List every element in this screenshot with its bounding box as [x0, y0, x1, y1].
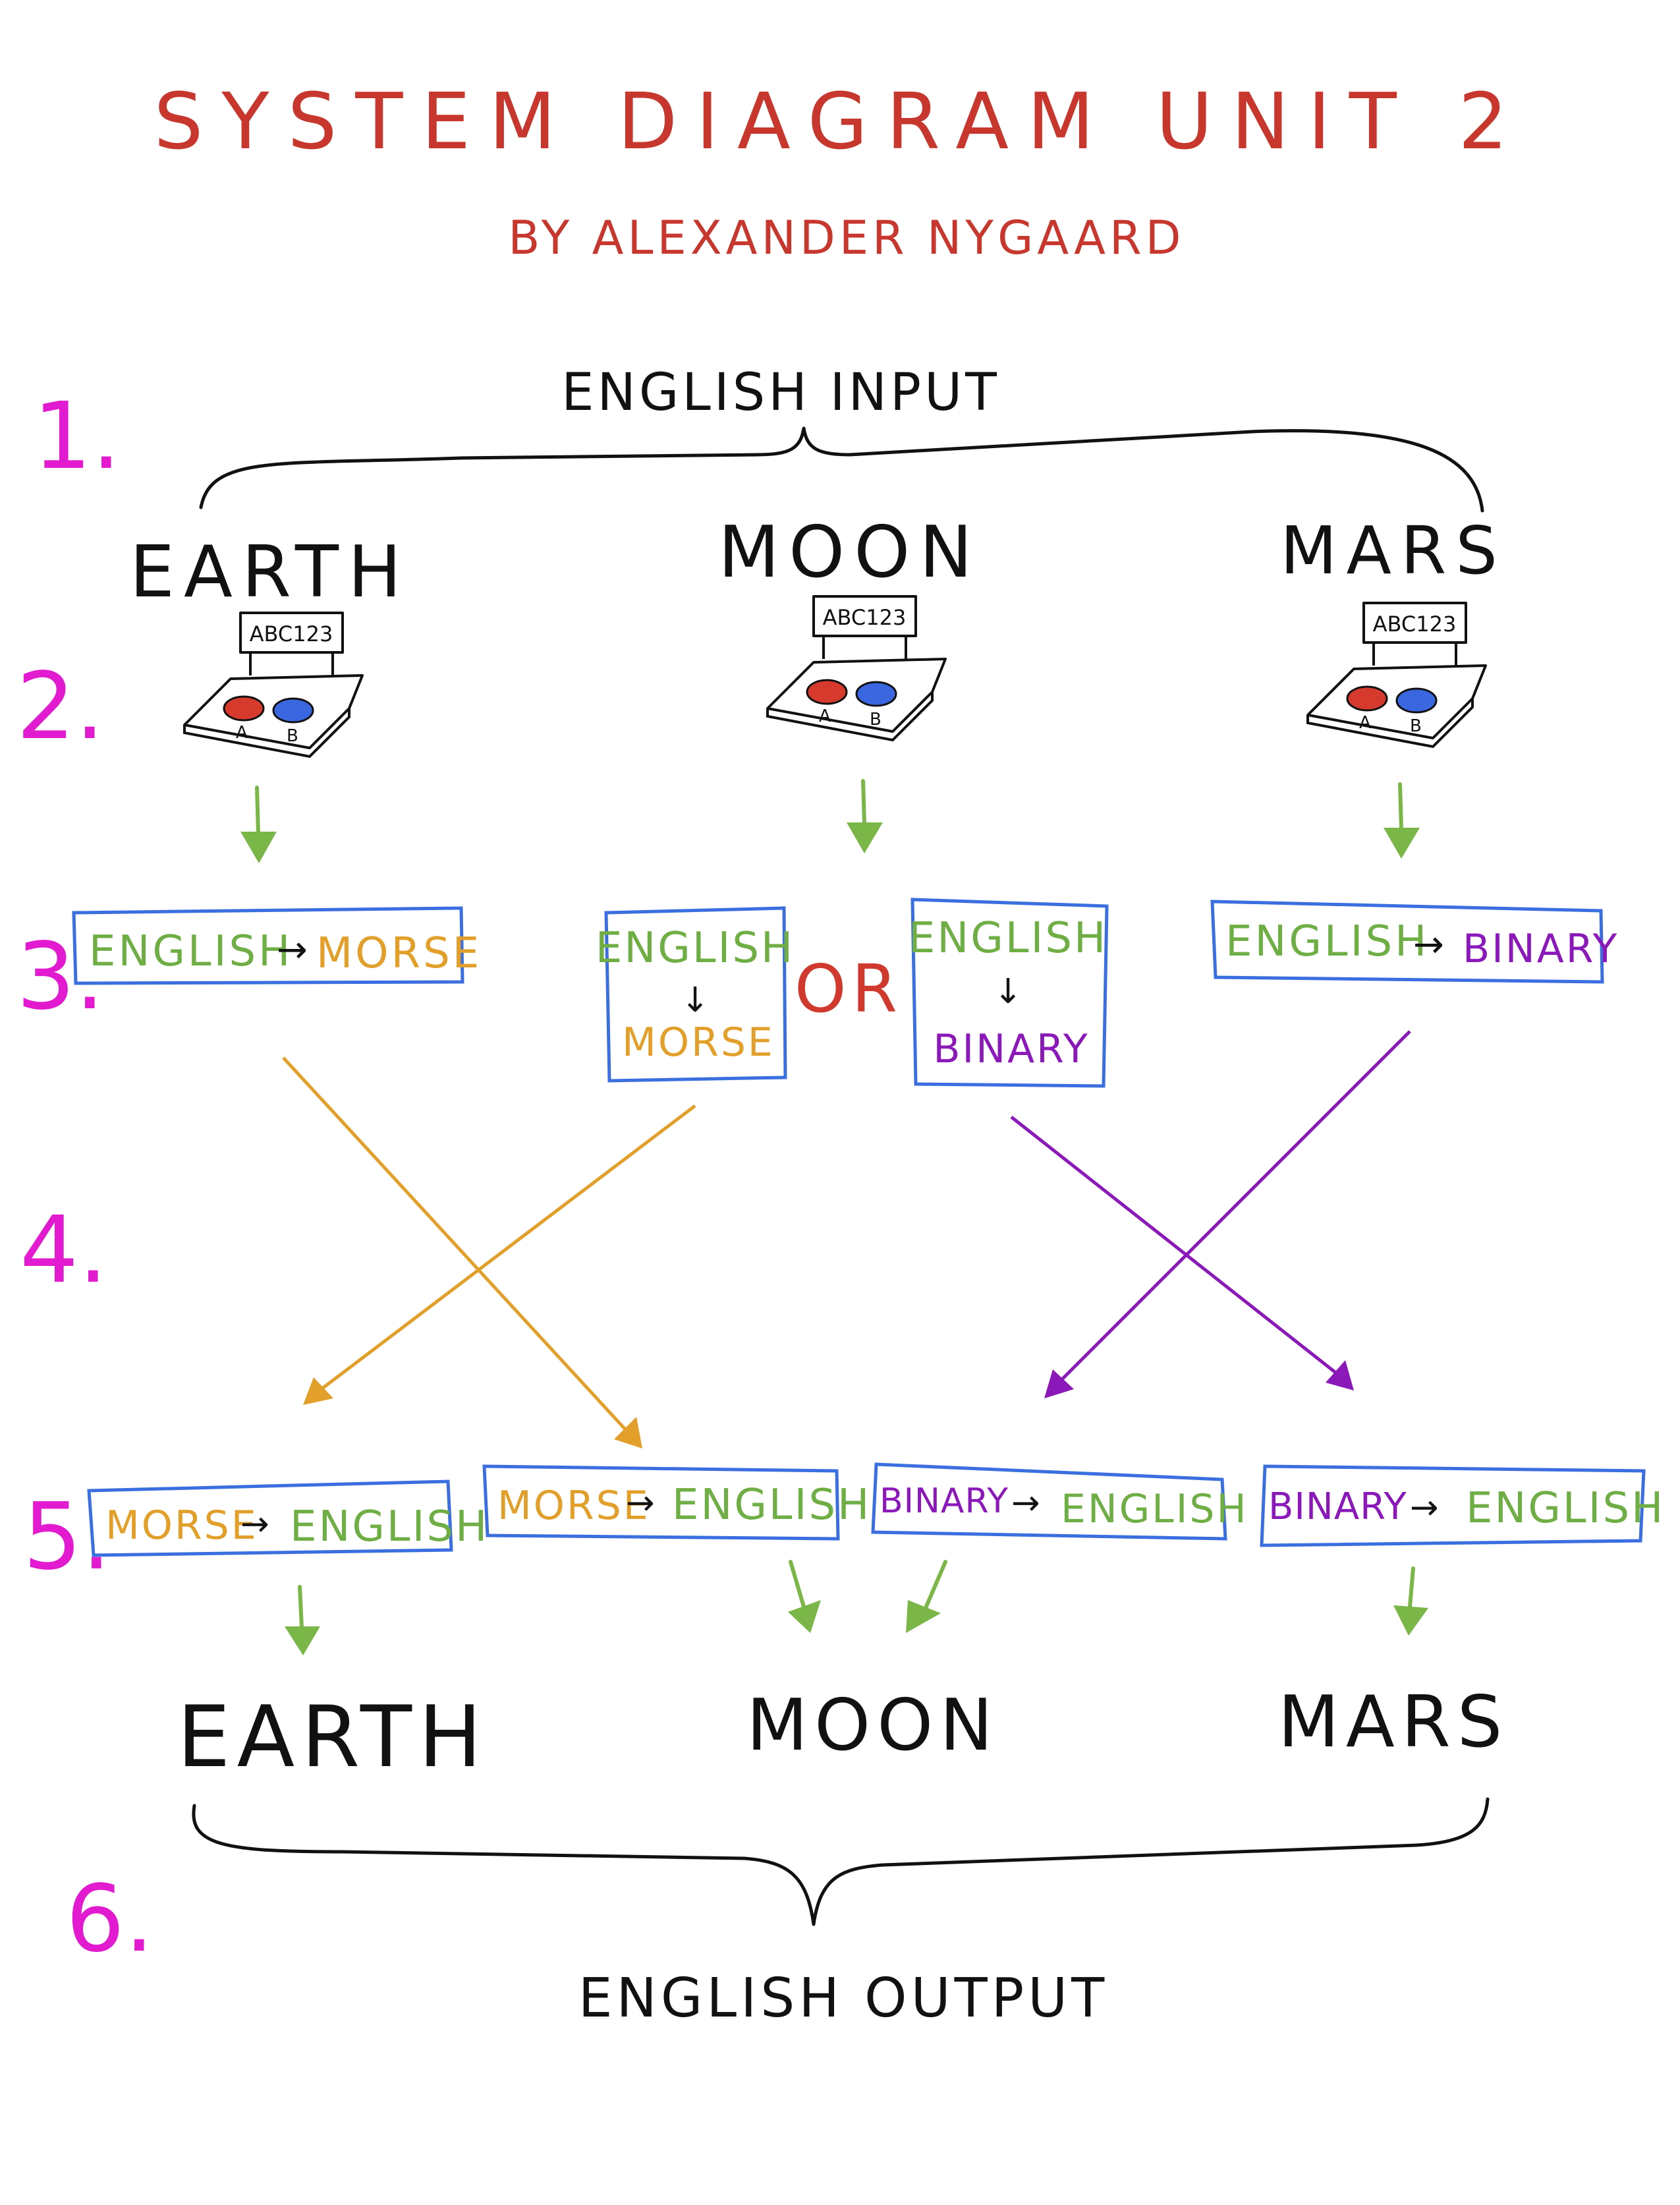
step-number-4: 4.	[20, 1197, 108, 1304]
transmit-moon-morse-to-earth	[303, 1104, 696, 1405]
encoder-moon-binary-arrow: ↓	[994, 972, 1022, 1012]
arrow-decoder-earth-to-earth	[285, 1585, 320, 1655]
encoder-mars-from: ENGLISH	[1225, 917, 1429, 966]
decoder-moon-morse: MORSE → ENGLISH	[482, 1464, 871, 1541]
button-a-label: A	[236, 723, 248, 743]
decoder-earth-to: ENGLISH	[290, 1503, 489, 1551]
step-number-6: 6.	[66, 1866, 154, 1973]
location-moon-top: MOON	[718, 511, 982, 594]
encoder-moon-morse: ENGLISH ↓ MORSE	[596, 906, 795, 1083]
location-moon-bottom: MOON	[746, 1684, 999, 1767]
decoder-mars-from: BINARY	[1268, 1485, 1407, 1528]
encoder-mars-arrow: →	[1413, 923, 1444, 966]
step-number-3: 3.	[16, 923, 105, 1031]
decoder-moon-morse-arrow: →	[626, 1483, 655, 1523]
step-number-5: 5.	[23, 1483, 111, 1591]
device-earth: ABC123 A B	[183, 612, 364, 759]
decoder-moon-binary-from: BINARY	[880, 1481, 1009, 1521]
encoder-moon-morse-arrow: ↓	[681, 981, 710, 1020]
device-screen-text: ABC123	[823, 605, 907, 630]
button-b-label: B	[1410, 716, 1422, 736]
input-label: ENGLISH INPUT	[561, 363, 1000, 422]
decoder-earth-arrow: →	[240, 1504, 269, 1544]
encoder-earth-from: ENGLISH	[89, 927, 293, 976]
decoder-moon-binary-arrow: →	[1011, 1483, 1040, 1523]
arrow-decoder-moon-binary-to-moon	[906, 1560, 947, 1633]
encoder-mars-to: BINARY	[1463, 926, 1619, 972]
device-screen-text: ABC123	[250, 621, 333, 646]
device-screen-text: ABC123	[1373, 612, 1457, 637]
button-b-label: B	[870, 710, 882, 730]
encoder-moon-morse-to: MORSE	[622, 1019, 775, 1066]
button-a-label: A	[819, 706, 831, 726]
arrow-mars-to-encoder	[1384, 782, 1420, 859]
location-earth-top: EARTH	[130, 531, 410, 614]
author-line: BY ALEXANDER NYGAARD	[508, 211, 1185, 265]
decoder-earth-from: MORSE	[105, 1503, 258, 1549]
arrow-moon-to-encoder	[847, 779, 883, 853]
button-a-label: A	[1359, 713, 1371, 733]
encoder-moon-binary-to: BINARY	[933, 1026, 1089, 1072]
encoder-moon-binary: ENGLISH ↓ BINARY	[909, 898, 1109, 1088]
location-mars-bottom: MARS	[1278, 1681, 1509, 1763]
arrow-decoder-moon-morse-to-moon	[788, 1560, 821, 1633]
encoder-earth-arrow: →	[277, 929, 308, 971]
device-moon: ABC123 A B	[766, 595, 947, 742]
decoder-mars-arrow: →	[1410, 1488, 1439, 1528]
encoder-earth: ENGLISH → MORSE	[72, 906, 482, 985]
input-brace	[199, 426, 1484, 513]
device-mars: ABC123 A B	[1306, 602, 1487, 749]
decoder-mars-to: ENGLISH	[1466, 1484, 1665, 1533]
button-b-label: B	[287, 726, 298, 746]
decoder-mars: BINARY → ENGLISH	[1260, 1464, 1665, 1547]
transmit-mars-binary-to-moon	[1044, 1030, 1411, 1398]
encoder-mars: ENGLISH → BINARY	[1210, 900, 1619, 984]
step-number-1: 1.	[33, 383, 121, 490]
transmit-moon-binary-to-mars	[1010, 1116, 1354, 1390]
encoder-moon-morse-from: ENGLISH	[596, 924, 795, 973]
decoder-moon-morse-to: ENGLISH	[672, 1481, 871, 1530]
diagram-title: SYSTEM DIAGRAM UNIT 2	[154, 76, 1526, 167]
output-label: ENGLISH OUTPUT	[578, 1967, 1109, 2030]
decoder-moon-binary-to: ENGLISH	[1061, 1486, 1248, 1532]
decoder-moon-binary: BINARY → ENGLISH	[871, 1462, 1248, 1541]
arrow-decoder-mars-to-mars	[1393, 1566, 1428, 1636]
encoder-earth-to: MORSE	[316, 929, 482, 978]
step-number-2: 2.	[16, 653, 105, 760]
output-brace	[192, 1797, 1490, 1926]
location-earth-bottom: EARTH	[177, 1688, 489, 1787]
location-mars-top: MARS	[1280, 512, 1507, 589]
arrow-earth-to-encoder	[240, 786, 277, 863]
or-label: OR	[795, 950, 903, 1027]
transmit-earth-morse-to-moon	[282, 1056, 642, 1448]
decoder-earth: MORSE → ENGLISH	[87, 1479, 489, 1557]
decoder-moon-morse-from: MORSE	[497, 1483, 650, 1529]
encoder-moon-binary-from: ENGLISH	[909, 914, 1107, 963]
